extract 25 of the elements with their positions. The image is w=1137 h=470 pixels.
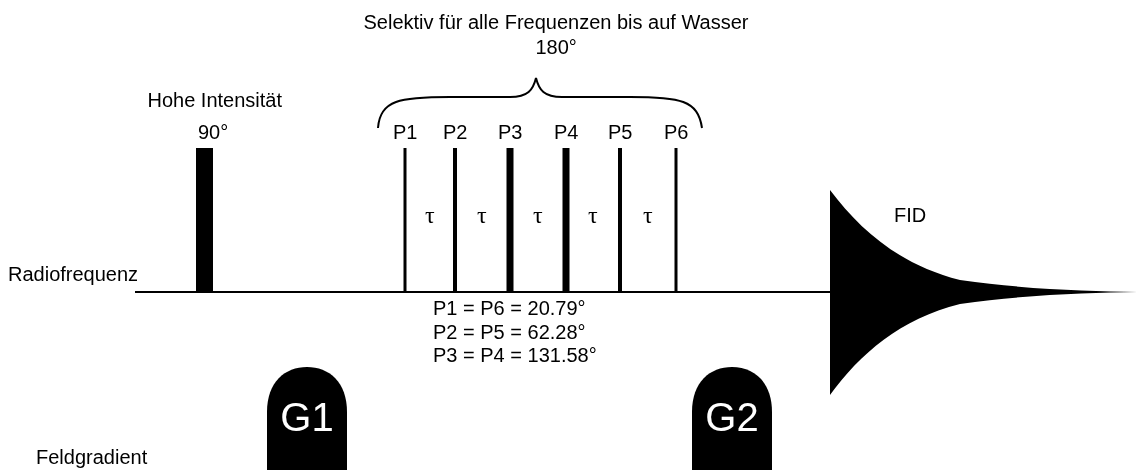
gradient-label: G1 <box>279 395 335 439</box>
pulse-label: P2 <box>443 121 468 143</box>
pulse-label: P1 <box>393 121 418 143</box>
formula-text: P2 = P5 = 62.28° <box>433 321 586 343</box>
axis-label: Feldgradient <box>36 446 148 468</box>
gradient-pulse <box>267 367 347 470</box>
delay-symbol: τ <box>477 204 487 226</box>
formula-text: P1 = P6 = 20.79° <box>433 297 586 319</box>
axis-label: Radiofrequenz <box>8 263 139 285</box>
delay-symbol: τ <box>643 204 653 226</box>
gradient-pulse <box>692 367 772 470</box>
angle-label: 180° <box>535 36 577 58</box>
pulse-label: P5 <box>608 121 633 143</box>
delay-symbol: τ <box>425 204 435 226</box>
delay-symbol: τ <box>533 204 543 226</box>
heading-text: Selektiv für alle Frequenzen bis auf Wasser <box>363 11 749 33</box>
pulse-label: P6 <box>664 121 689 143</box>
formula-text: P3 = P4 = 131.58° <box>433 344 597 366</box>
delay-symbol: τ <box>588 204 598 226</box>
pulse-label: P3 <box>498 121 523 143</box>
signal-label: FID <box>894 204 927 226</box>
angle-label: 90° <box>198 121 229 143</box>
annotation-text: Hohe Intensität <box>147 89 283 111</box>
pulse-label: P4 <box>554 121 579 143</box>
gradient-label: G2 <box>704 395 760 439</box>
